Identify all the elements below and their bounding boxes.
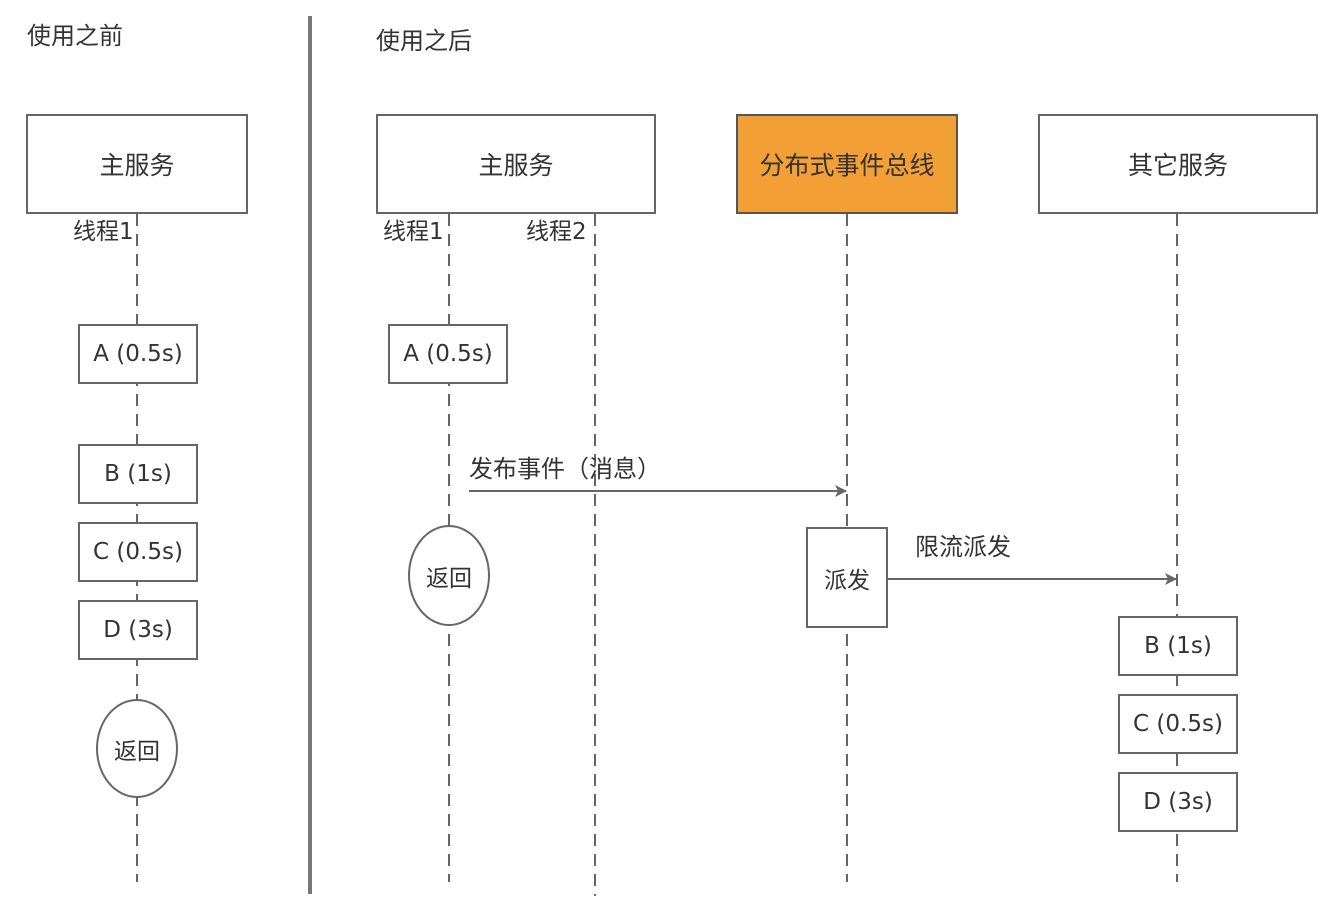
after-main-service: 主服务	[376, 114, 656, 214]
other-step-c: C (0.5s)	[1118, 694, 1238, 754]
before-thread1-label: 线程1	[73, 219, 136, 245]
before-main-service: 主服务	[26, 114, 248, 214]
before-step-c: C (0.5s)	[78, 522, 198, 582]
before-return: 返回	[96, 699, 178, 798]
after-return: 返回	[408, 525, 490, 626]
after-title: 使用之后	[376, 27, 472, 55]
event-bus: 分布式事件总线	[736, 114, 958, 214]
other-step-b: B (1s)	[1118, 616, 1238, 676]
other-service: 其它服务	[1038, 114, 1318, 214]
before-title: 使用之前	[27, 22, 123, 50]
dispatch-box: 派发	[806, 527, 888, 628]
rate-limit-label: 限流派发	[915, 533, 1011, 561]
before-step-a: A (0.5s)	[78, 324, 198, 384]
before-step-d: D (3s)	[78, 600, 198, 660]
other-step-d: D (3s)	[1118, 772, 1238, 832]
before-step-b: B (1s)	[78, 444, 198, 504]
after-thread1-label: 线程1	[383, 219, 446, 245]
publish-event-label: 发布事件（消息）	[469, 455, 661, 483]
after-thread2-label: 线程2	[526, 219, 587, 245]
after-step-a: A (0.5s)	[388, 324, 508, 384]
